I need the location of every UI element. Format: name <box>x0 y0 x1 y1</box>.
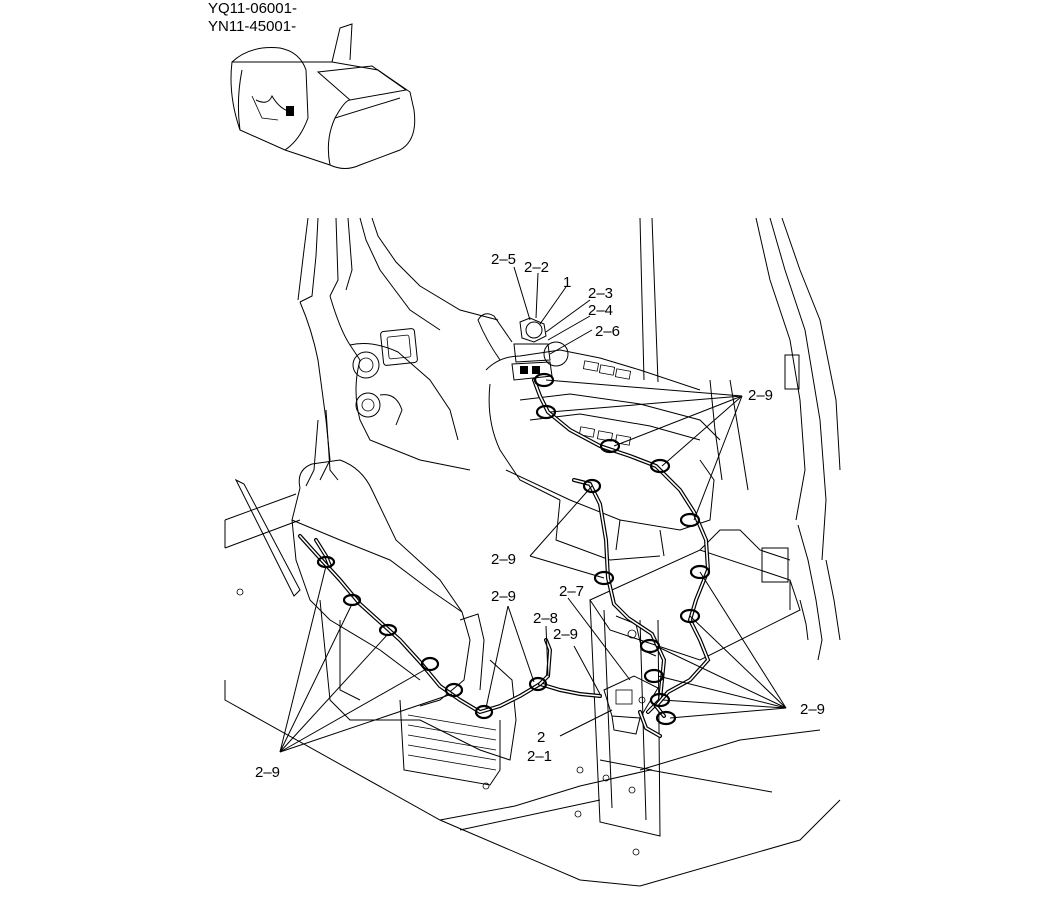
leader-lines <box>279 266 787 753</box>
seat-location-thumbnail <box>230 23 416 169</box>
callout-2-2: 2–2 <box>524 259 549 276</box>
callout-2-9-right: 2–9 <box>800 701 825 718</box>
callout-1: 1 <box>563 274 571 291</box>
left-console <box>234 409 517 786</box>
cab-frame <box>297 217 841 661</box>
serial-number-range-1: YQ11-06001- <box>208 0 297 17</box>
callout-2: 2 <box>537 729 545 746</box>
callout-2-8: 2–8 <box>533 610 558 627</box>
callout-2-9-mid: 2–9 <box>491 588 516 605</box>
callout-2-9-mid-left: 2–9 <box>491 551 516 568</box>
callout-2-9-left: 2–9 <box>255 764 280 781</box>
callout-2-5: 2–5 <box>491 251 516 268</box>
callout-2-9-top-right: 2–9 <box>748 387 773 404</box>
wire-harness <box>298 378 711 738</box>
callout-2-1: 2–1 <box>527 748 552 765</box>
callout-2-9-console: 2–9 <box>553 626 578 643</box>
callout-2-4: 2–4 <box>588 302 613 319</box>
control-switch-assembly <box>511 317 553 381</box>
serial-number-range-2: YN11-45001- <box>208 18 297 35</box>
callout-2-6: 2–6 <box>595 323 620 340</box>
callout-labels: 2–5 2–2 1 2–3 2–4 2–6 2–9 2–9 2–7 2–9 2–… <box>255 251 825 781</box>
cab-floor <box>224 493 841 887</box>
callout-2-7: 2–7 <box>559 583 584 600</box>
callout-2-3: 2–3 <box>588 285 613 302</box>
